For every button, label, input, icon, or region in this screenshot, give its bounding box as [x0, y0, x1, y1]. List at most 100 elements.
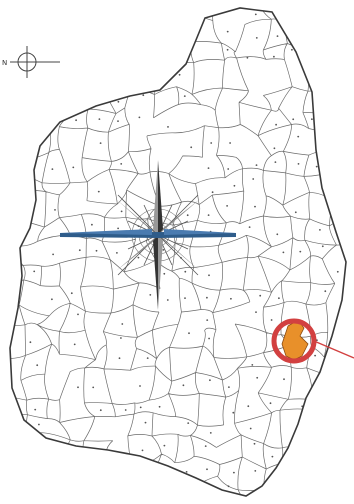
- municipal-seat-dot: [314, 354, 316, 357]
- municipal-seat-dot: [234, 5, 236, 7]
- municipal-seat-dot: [254, 470, 257, 472]
- leader-line: [313, 340, 354, 359]
- municipal-seat-dot: [246, 56, 249, 59]
- municipal-seat-dot: [98, 12, 101, 15]
- municipal-seat-dot: [120, 337, 122, 339]
- municipal-seat-dot: [315, 165, 318, 168]
- municipal-seat-dot: [10, 278, 11, 280]
- municipal-seat-dot: [59, 55, 62, 58]
- municipal-seat-dot: [206, 319, 209, 321]
- municipal-seat-dot: [117, 120, 119, 122]
- municipal-seat-dot: [118, 31, 120, 34]
- municipal-seat-dot: [11, 96, 14, 99]
- municipal-seat-dot: [28, 99, 30, 102]
- municipal-seat-dot: [27, 35, 30, 38]
- municipal-seat-dot: [10, 254, 13, 257]
- municipal-seat-dot: [211, 191, 214, 194]
- municipal-seat-dot: [311, 118, 313, 121]
- municipal-seat-dot: [254, 205, 256, 208]
- municipal-seat-dot: [273, 147, 276, 150]
- municipal-seat-dot: [346, 249, 348, 251]
- municipal-seat-dot: [274, 161, 277, 164]
- municipal-seat-dot: [232, 411, 235, 414]
- municipal-seat-dot: [99, 409, 102, 412]
- municipal-seat-dot: [233, 471, 235, 474]
- municipal-seat-dot: [162, 249, 165, 251]
- municipal-seat-dot: [190, 3, 192, 5]
- municipal-seat-dot: [297, 135, 300, 138]
- municipal-seat-dot: [322, 455, 325, 457]
- municipal-seat-dot: [259, 294, 262, 297]
- municipal-seat-dot: [188, 332, 190, 335]
- municipal-seat-dot: [226, 30, 229, 33]
- municipal-seat-dot: [138, 116, 141, 119]
- municipal-seat-dot: [269, 402, 272, 405]
- municipal-seat-dot: [228, 386, 230, 388]
- municipal-seat-dot: [273, 8, 275, 10]
- municipal-seat-dot: [75, 119, 77, 122]
- municipal-seat-dot: [315, 76, 318, 78]
- municipal-seat-dot: [229, 142, 232, 144]
- municipal-seat-dot: [187, 422, 190, 424]
- municipal-seat-dot: [249, 427, 252, 430]
- municipal-seat-dot: [99, 52, 102, 55]
- municipal-seat-dot: [77, 386, 79, 389]
- municipal-seat-dot: [120, 500, 122, 502]
- municipal-seat-dot: [142, 31, 145, 33]
- municipal-seat-dot: [337, 210, 340, 213]
- municipal-seat-dot: [299, 6, 301, 8]
- municipal-seat-dot: [52, 253, 54, 256]
- municipal-seat-dot: [166, 491, 169, 494]
- municipal-seat-dot: [185, 495, 188, 496]
- municipal-seat-dot: [76, 16, 79, 19]
- municipal-seat-dot: [167, 468, 170, 471]
- municipal-seat-dot: [248, 226, 251, 229]
- municipal-seat-dot: [54, 209, 56, 211]
- municipal-seat-dot: [31, 145, 34, 148]
- municipal-seat-dot: [18, 500, 20, 502]
- municipal-seat-dot: [72, 166, 75, 169]
- municipal-seat-dot: [184, 270, 187, 273]
- municipal-seat-dot: [252, 178, 255, 180]
- municipal-seat-dot: [69, 98, 72, 101]
- municipal-seat-dot: [70, 292, 73, 295]
- municipal-seat-dot: [77, 313, 79, 316]
- municipal-seat-dot: [53, 466, 56, 469]
- municipal-seat-dot: [319, 229, 321, 231]
- municipal-seat-dot: [207, 167, 210, 170]
- municipal-seat-dot: [271, 455, 274, 458]
- municipal-seat-dot: [255, 311, 257, 313]
- municipal-seat-dot: [291, 48, 293, 51]
- municipal-seat-dot: [29, 74, 32, 77]
- municipal-seat-dot: [149, 294, 152, 296]
- municipal-seat-dot: [276, 35, 279, 37]
- municipal-seat-dot: [142, 94, 145, 97]
- municipal-seat-dot: [76, 51, 79, 54]
- municipal-seat-dot: [51, 489, 54, 492]
- municipal-seat-dot: [163, 444, 166, 447]
- municipal-seat-dot: [320, 99, 323, 102]
- municipal-seat-dot: [278, 297, 280, 300]
- municipal-seat-dot: [341, 381, 344, 384]
- municipal-seat-dot: [321, 11, 324, 14]
- municipal-seat-dot: [29, 341, 32, 344]
- municipal-seat-dot: [141, 449, 144, 452]
- municipal-seat-dot: [164, 11, 167, 14]
- municipal-seat-dot: [27, 447, 30, 450]
- municipal-seat-dot: [182, 384, 185, 387]
- municipal-seat-dot: [124, 409, 127, 411]
- municipal-seat-dot: [276, 233, 279, 236]
- municipal-seat-dot: [78, 249, 81, 252]
- municipal-seat-dot: [38, 423, 40, 426]
- municipal-seat-dot: [10, 452, 13, 455]
- municipal-seat-dot: [101, 499, 103, 501]
- municipal-seat-dot: [75, 69, 77, 72]
- municipal-seat-dot: [51, 298, 53, 301]
- municipal-seat-dot: [209, 379, 211, 382]
- municipal-seat-dot: [274, 475, 277, 478]
- municipal-seat-dot: [342, 449, 345, 451]
- municipal-seat-dot: [207, 214, 210, 217]
- municipal-seat-dot: [270, 319, 273, 321]
- north-label: N: [2, 59, 7, 67]
